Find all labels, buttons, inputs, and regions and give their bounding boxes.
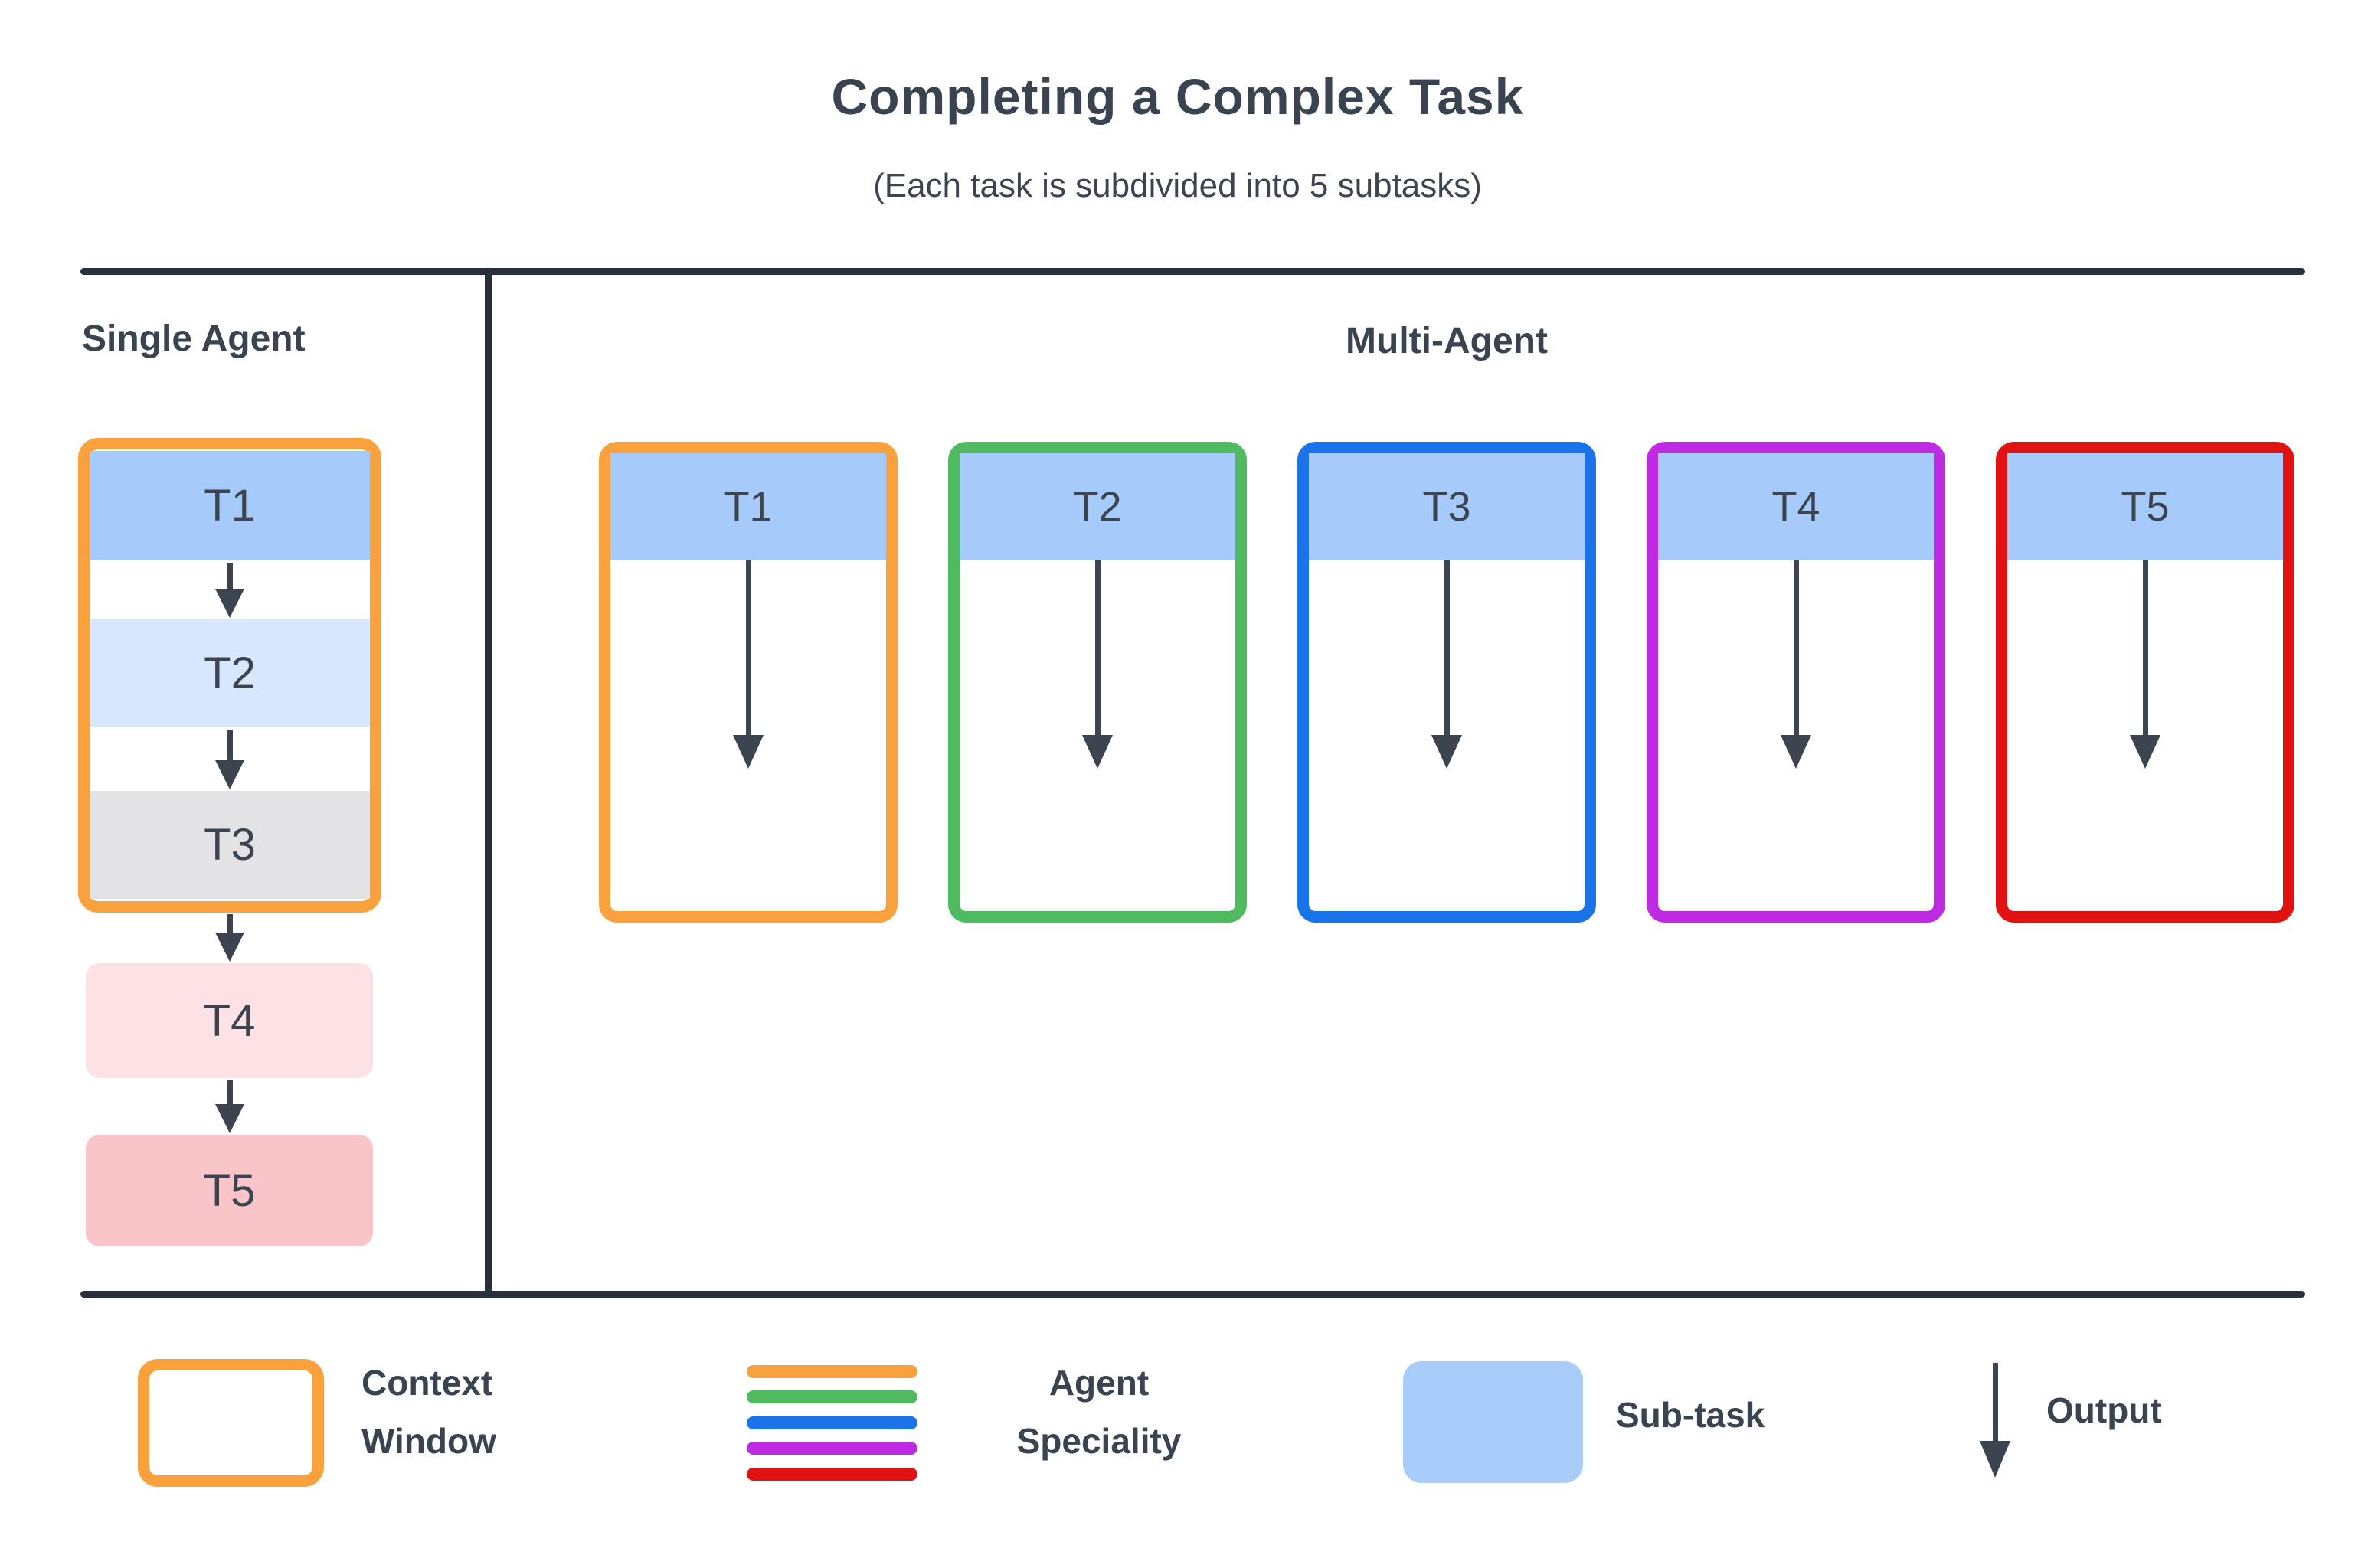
legend-output-label: Output	[2046, 1390, 2162, 1430]
subtask-block: T2	[960, 453, 1235, 560]
legend-label-line: Window	[361, 1421, 496, 1461]
legend-agent-speciality-bar-green	[747, 1390, 917, 1403]
vertical-divider-line	[485, 271, 492, 1295]
bottom-divider-line	[80, 1291, 2305, 1298]
subtask-block: T4	[1658, 453, 1934, 560]
output-arrow-icon	[215, 1080, 244, 1133]
output-arrow-icon	[215, 563, 244, 618]
legend-context-window-swatch	[138, 1359, 324, 1487]
legend-agent-speciality-bar-blue	[747, 1416, 917, 1429]
multi-agent-context-window-t4: T4	[1647, 442, 1945, 923]
legend-subtask-label: Sub-task	[1616, 1395, 1765, 1435]
single-agent-task-t3: T3	[90, 791, 370, 899]
single-agent-task-t5: T5	[86, 1135, 373, 1246]
legend-label-line: Context	[361, 1363, 493, 1403]
legend-label-line: Agent	[1048, 1363, 1150, 1403]
page-subtitle: (Each task is subdivided into 5 subtasks…	[873, 167, 1482, 204]
output-arrow-icon	[1431, 560, 1462, 769]
output-arrow-icon	[1781, 560, 1811, 769]
task-label: T4	[203, 995, 256, 1046]
task-label: T3	[204, 820, 256, 870]
single-agent-task-t1: T1	[90, 451, 370, 560]
output-arrow-icon	[2130, 560, 2160, 769]
subtask-block: T3	[1309, 453, 1585, 560]
legend-output-arrow-icon	[1980, 1363, 2010, 1478]
legend-subtask-swatch	[1403, 1361, 1583, 1483]
task-label: T5	[203, 1165, 256, 1216]
multi-agent-context-window-t2: T2	[948, 442, 1247, 923]
output-arrow-icon	[215, 730, 244, 789]
multi-agent-context-window-t5: T5	[1996, 442, 2294, 923]
subtask-label: T5	[2121, 484, 2170, 530]
subtask-block: T1	[610, 453, 886, 560]
subtask-label: T4	[1771, 484, 1820, 530]
single-agent-task-t4: T4	[86, 963, 373, 1078]
multi-agent-heading: Multi-Agent	[1346, 321, 1548, 361]
task-label: T2	[204, 648, 256, 698]
output-arrow-icon	[733, 560, 764, 769]
single-agent-heading: Single Agent	[82, 318, 306, 359]
legend-agent-speciality-bar-purple	[747, 1442, 917, 1455]
subtask-label: T3	[1422, 484, 1471, 530]
top-divider-line	[80, 268, 2305, 275]
single-agent-task-t2: T2	[90, 619, 370, 727]
task-label: T1	[204, 480, 256, 531]
output-arrow-icon	[215, 914, 244, 962]
legend-agent-speciality-bar-red	[747, 1468, 917, 1481]
multi-agent-context-window-t3: T3	[1297, 442, 1596, 923]
subtask-label: T1	[724, 484, 773, 530]
subtask-label: T2	[1073, 484, 1122, 530]
page-title: Completing a Complex Task	[831, 68, 1524, 125]
legend-label-line: Speciality	[1016, 1421, 1182, 1461]
legend-agent-speciality-label: Agent Speciality	[957, 1354, 1241, 1470]
output-arrow-icon	[1082, 560, 1113, 769]
legend-context-window-label: Context Window	[361, 1354, 496, 1470]
legend-agent-speciality-bar-orange	[747, 1365, 917, 1378]
multi-agent-context-window-t1: T1	[599, 442, 898, 923]
subtask-block: T5	[2007, 453, 2283, 560]
